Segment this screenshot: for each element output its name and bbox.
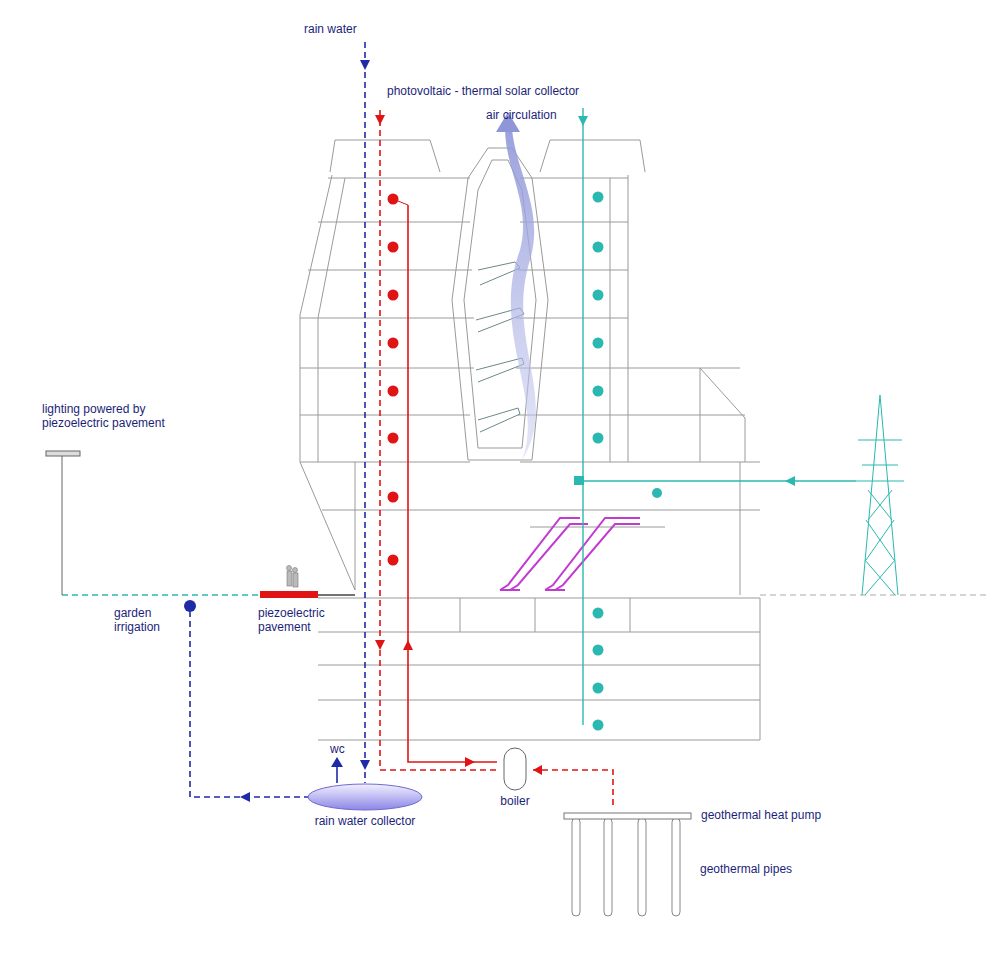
node-label: rain water collector bbox=[305, 814, 425, 828]
device-label: piezoelectric pavement bbox=[258, 606, 336, 634]
heat-pump: geothermal heat pump bbox=[563, 805, 821, 823]
boiler-shape bbox=[497, 746, 533, 792]
flow-connector bbox=[533, 765, 613, 805]
flow-label: air circulation bbox=[486, 108, 557, 122]
flow-label: wc bbox=[330, 742, 345, 756]
water-tank: rain water collector bbox=[305, 782, 425, 828]
flow-label: photovoltaic - thermal solar collector bbox=[387, 84, 579, 98]
node-label: geothermal heat pump bbox=[701, 808, 821, 822]
flow-label: rain water bbox=[304, 22, 357, 36]
device-label: geothermal pipes bbox=[700, 862, 792, 876]
pump-plate bbox=[563, 810, 693, 820]
node-label: boiler bbox=[497, 794, 533, 808]
tank-shape bbox=[305, 782, 425, 812]
flow-label: garden irrigation bbox=[114, 606, 176, 634]
device-label: lighting powered by piezoelectric paveme… bbox=[42, 402, 182, 430]
boiler-vessel: boiler bbox=[497, 746, 533, 808]
